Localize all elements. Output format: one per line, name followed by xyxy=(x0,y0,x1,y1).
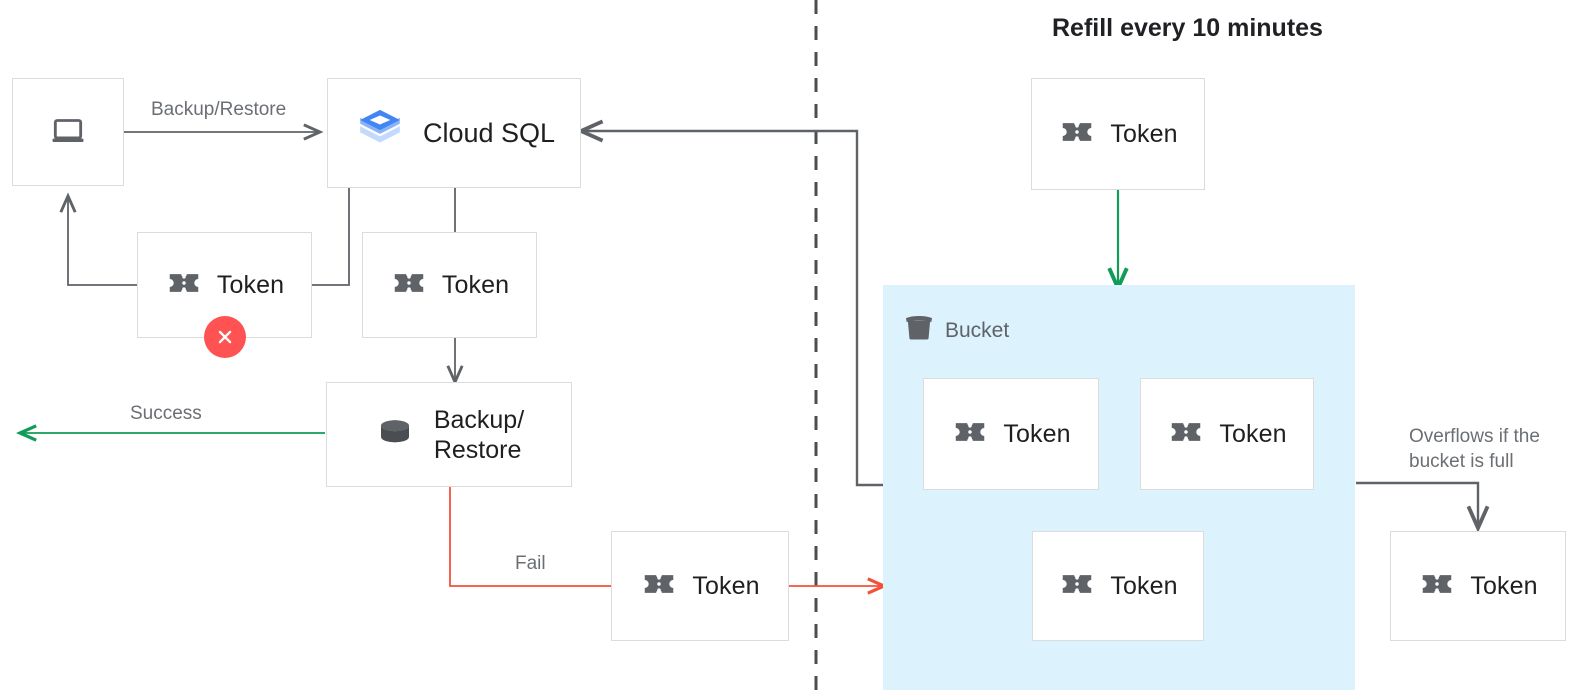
cloud-sql-icon xyxy=(353,104,407,163)
backup-restore-line2: Restore xyxy=(433,435,522,464)
token-label: Token xyxy=(1110,119,1178,148)
token-icon xyxy=(951,413,989,456)
node-token-consumed[interactable]: Token xyxy=(362,232,537,338)
database-icon xyxy=(374,411,416,458)
node-token-fail-return[interactable]: Token xyxy=(611,531,789,641)
token-icon xyxy=(1058,113,1096,156)
cloud-sql-label: Cloud SQL xyxy=(422,117,556,148)
edge-label-backup-restore: Backup/Restore xyxy=(151,99,287,120)
bucket-icon xyxy=(903,312,935,349)
node-bucket-token-1[interactable]: Token xyxy=(923,378,1099,490)
node-bucket-token-3[interactable]: Token xyxy=(1032,531,1204,641)
token-icon xyxy=(165,264,203,307)
token-label: Token xyxy=(1219,419,1287,448)
token-label: Token xyxy=(441,270,510,299)
error-x-badge xyxy=(204,316,246,358)
node-bucket-token-2[interactable]: Token xyxy=(1140,378,1314,490)
close-icon xyxy=(218,330,232,344)
node-backup-restore[interactable]: Backup/ Restore xyxy=(326,382,572,487)
token-icon xyxy=(1418,565,1456,608)
token-label: Token xyxy=(1110,571,1178,600)
laptop-icon xyxy=(49,111,87,154)
token-label: Token xyxy=(692,571,760,600)
backup-restore-label: Backup/ Restore xyxy=(434,405,524,465)
node-client[interactable] xyxy=(12,78,124,186)
node-cloud-sql[interactable]: Cloud SQL xyxy=(327,78,581,188)
edge-label-fail: Fail xyxy=(515,553,546,574)
overflow-label-line2: bucket is full xyxy=(1409,451,1514,473)
bucket-header: Bucket xyxy=(903,312,1009,349)
token-label: Token xyxy=(1003,419,1071,448)
token-icon xyxy=(640,565,678,608)
edge-label-overflow: Overflows if the bucket is full xyxy=(1409,424,1540,474)
bucket-label: Bucket xyxy=(945,318,1010,342)
token-label: Token xyxy=(216,270,285,299)
backup-restore-line1: Backup/ xyxy=(433,405,525,434)
token-icon xyxy=(1058,565,1096,608)
token-icon xyxy=(1167,413,1205,456)
token-icon xyxy=(390,264,428,307)
overflow-label-line1: Overflows if the xyxy=(1409,426,1540,447)
page-title: Refill every 10 minutes xyxy=(1052,14,1323,42)
node-token-refill[interactable]: Token xyxy=(1031,78,1205,190)
node-token-overflow[interactable]: Token xyxy=(1390,531,1566,641)
token-label: Token xyxy=(1470,571,1538,600)
edge-label-success: Success xyxy=(130,403,202,424)
